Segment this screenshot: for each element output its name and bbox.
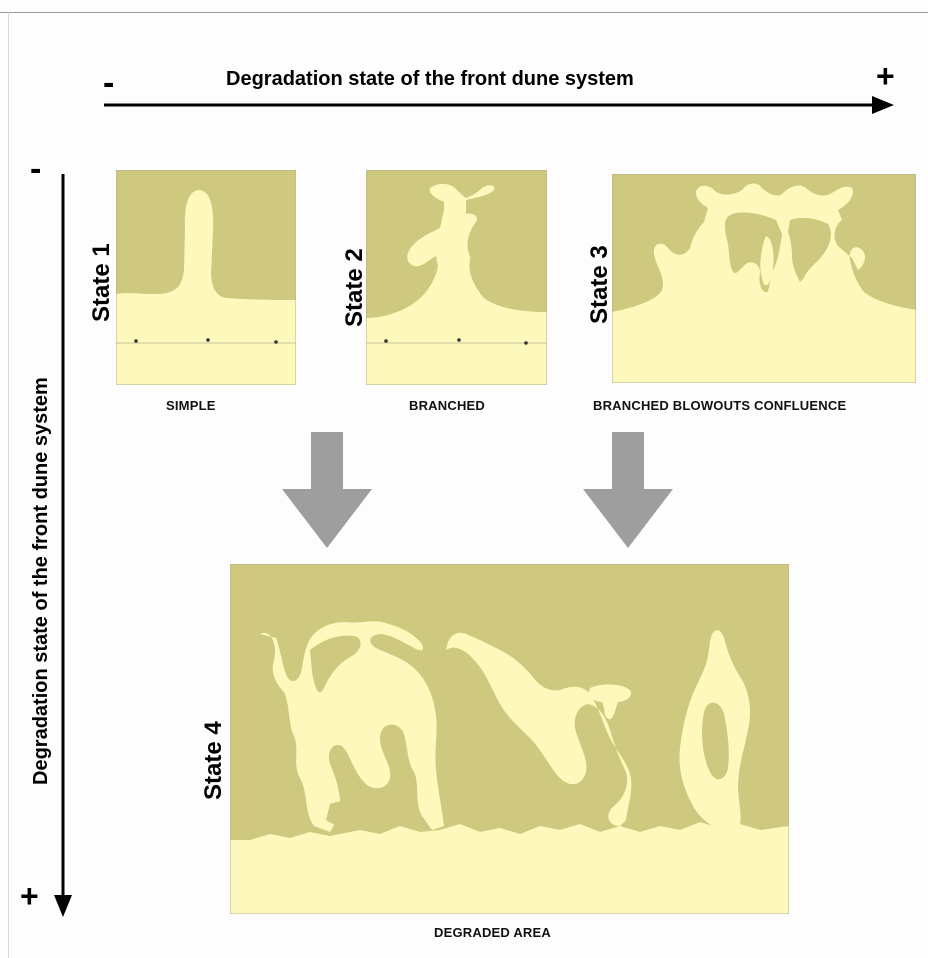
horizontal-axis-low-sign: - bbox=[103, 64, 115, 102]
state-2-vegetation bbox=[366, 170, 547, 318]
vertical-axis-low-sign: - bbox=[30, 150, 42, 188]
state-4-blowout-center bbox=[446, 632, 632, 826]
state-3-caption: BRANCHED BLOWOUTS CONFLUENCE bbox=[593, 398, 847, 413]
vertical-axis-title: Degradation state of the front dune syst… bbox=[30, 377, 52, 785]
vertical-axis-high-sign: + bbox=[20, 878, 39, 914]
state-3-label: State 3 bbox=[586, 245, 613, 324]
state-4-map bbox=[230, 564, 789, 914]
state-4-blowout-right bbox=[679, 630, 750, 830]
left-border bbox=[8, 12, 9, 958]
state-3-map bbox=[612, 174, 916, 383]
vertical-axis-arrowhead bbox=[54, 895, 72, 917]
horizontal-axis-title: Degradation state of the front dune syst… bbox=[226, 68, 634, 90]
state-2-map bbox=[366, 170, 547, 385]
horizontal-axis-high-sign: + bbox=[876, 58, 895, 94]
state-1-label: State 1 bbox=[88, 243, 115, 322]
top-border bbox=[0, 12, 928, 13]
state-1-caption: SIMPLE bbox=[166, 398, 216, 413]
state-4-caption: DEGRADED AREA bbox=[434, 925, 551, 940]
state-2-caption: BRANCHED bbox=[409, 398, 485, 413]
state-4-label: State 4 bbox=[200, 721, 227, 800]
state-2-label: State 2 bbox=[341, 248, 368, 327]
state-4-blowout-mushroom bbox=[588, 684, 632, 720]
state-4-sand-base bbox=[230, 822, 789, 914]
state-1-map bbox=[116, 170, 296, 385]
state-1-vegetation bbox=[116, 170, 296, 300]
state-4-blowout-left bbox=[260, 621, 444, 832]
horizontal-axis-arrowhead bbox=[872, 96, 894, 114]
